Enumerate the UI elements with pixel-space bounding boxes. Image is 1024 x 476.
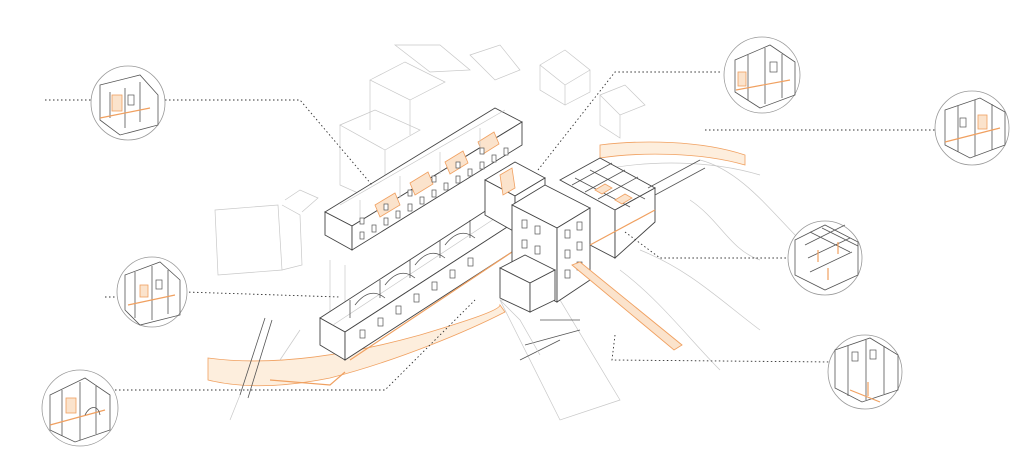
upper-block xyxy=(324,107,523,251)
right-wing xyxy=(559,157,706,260)
detail-top-center xyxy=(723,36,801,114)
detail-bottom-left xyxy=(41,369,119,447)
terrain xyxy=(207,141,761,421)
context-buildings xyxy=(214,44,801,421)
main-hall xyxy=(319,207,516,361)
detail-mid-right xyxy=(787,220,863,296)
detail-top-left xyxy=(90,65,166,141)
tower-blocks xyxy=(484,161,591,313)
detail-bottom-right xyxy=(827,334,903,410)
detail-top-right xyxy=(934,90,1010,166)
upper-windows xyxy=(359,147,509,240)
hall-windows xyxy=(359,257,474,339)
detail-mid-left xyxy=(116,256,188,328)
leader-lines xyxy=(45,71,935,391)
walkway xyxy=(499,261,683,361)
